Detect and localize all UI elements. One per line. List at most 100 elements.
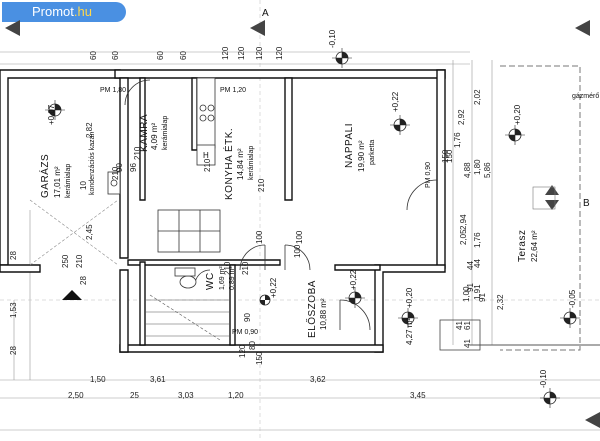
section-cut-markers	[5, 20, 600, 428]
section-arrow-bottom-right	[585, 412, 600, 428]
note-pm2: PM 1,20	[220, 87, 246, 94]
dims-right-label: 1,80	[473, 159, 482, 175]
dims-misc-label: 210	[223, 261, 232, 275]
section-arrow-b-top	[545, 185, 559, 195]
dims-misc-label: 91	[478, 293, 487, 302]
section-arrow-b-bottom	[545, 200, 559, 210]
room-area-wc: 1,69 m²	[219, 266, 226, 290]
dims-misc-label: 10	[79, 181, 88, 190]
note-pm1: PM 1,80	[100, 87, 126, 94]
dims-misc-label: 44	[466, 261, 475, 270]
room-area-konyha: 14,84 m²	[236, 148, 245, 180]
door-swings	[124, 79, 438, 331]
dims-misc-label: 90	[243, 313, 252, 322]
note-cut-b: B	[583, 198, 590, 209]
dims-left-label: 250	[61, 254, 70, 268]
dims-right-label: 1,00	[462, 286, 471, 302]
dims-misc-label: 100	[293, 244, 302, 258]
room-floor-wc: 0,89 m²	[229, 266, 236, 290]
terrace	[439, 65, 600, 351]
dims-right-label: 4,88	[463, 162, 472, 178]
stairs	[145, 294, 230, 341]
dims-right-label: 41	[455, 321, 464, 330]
plan-notes: kondenzációs kazán PM 1,80 PM 1,20 PM 0,…	[89, 8, 599, 388]
section-arrow-left	[5, 20, 20, 36]
note-level-hall: +0,22	[269, 277, 278, 298]
dims-right-label: 5,86	[483, 162, 492, 178]
note-level-minus005: -0,05	[568, 289, 577, 308]
level-marker-terrace	[505, 125, 525, 145]
garage-door-opening	[29, 199, 119, 266]
room-name-konyha: KONYHA ÉTK.	[222, 128, 235, 200]
dims-left-label: 1,53	[9, 302, 18, 318]
note-gas-meter: gázmérő	[572, 93, 599, 100]
dims-left-label: 210	[75, 254, 84, 268]
room-area-garazs: 17,01 m²	[53, 166, 62, 198]
dims-right-label: 1,76	[473, 232, 482, 248]
level-marker-garazs	[45, 100, 65, 120]
dims-misc-label: 28	[79, 276, 88, 285]
room-level-garazs: +0,07	[47, 104, 56, 125]
room-name-garazs: GARÁZS	[38, 154, 51, 198]
level-marker-center	[259, 294, 271, 306]
dims-left-label: 28	[9, 346, 18, 355]
room-labels: GARÁZS 17,01 m² kerámialap +0,07 KAMRA 4…	[38, 91, 539, 338]
room-name-kamra: KAMRA	[139, 114, 150, 152]
dimension-lines	[0, 51, 600, 431]
dims-misc-label: 150	[445, 149, 454, 163]
room-area-eloszoba: 10,88 m²	[319, 298, 328, 330]
note-kazan: kondenzációs kazán	[89, 131, 96, 195]
note-level-front: +0,20	[405, 287, 414, 308]
dims-top-label: 120	[237, 46, 246, 60]
dims-right-label: 2,05	[459, 229, 468, 245]
dims-right-label: 2,92	[457, 109, 466, 125]
dims-bottom-label: 25	[130, 391, 139, 400]
dims-top-label: 60	[111, 51, 120, 60]
dims-misc-label: 210	[241, 261, 250, 275]
dims-top-label: 120	[255, 46, 264, 60]
level-marker-front	[398, 308, 418, 328]
boiler	[107, 171, 121, 195]
dims-misc-label: 80	[248, 341, 257, 350]
room-name-nappali: NAPPALI	[344, 123, 355, 168]
dims-misc-label: 210	[203, 158, 212, 172]
level-marker-minus-005	[560, 308, 580, 328]
room-floor-nappali: parketta	[369, 140, 376, 165]
level-marker-hall	[345, 288, 365, 308]
dims-bottom-label: 1,20	[228, 391, 244, 400]
level-markers	[45, 48, 580, 408]
dims-bottom-label: 3,45	[410, 391, 426, 400]
level-marker-nappali	[390, 115, 410, 135]
room-name-wc: WC	[205, 272, 216, 290]
dims-bottom-label: 1,50	[90, 375, 106, 384]
dims-misc-label: 120	[238, 344, 247, 358]
north-arrow	[62, 290, 82, 300]
dims-right-label: 44	[473, 259, 482, 268]
room-area-kamra: 4,09 m²	[150, 123, 159, 150]
dims-misc-label: 210	[133, 146, 142, 160]
room-level-nappali: +0,22	[391, 91, 400, 112]
dims-left-label: 2,82	[85, 122, 94, 138]
room-floor-konyha: kerámialap	[248, 146, 255, 180]
dims-misc-label: 90	[115, 163, 124, 172]
dims-top-label: 60	[179, 51, 188, 60]
dims-misc-label: 100	[255, 230, 264, 244]
dims-bottom-label: 2,50	[68, 391, 84, 400]
note-pm3: PM 0,90	[425, 162, 432, 188]
dims-right-label: 1,76	[453, 132, 462, 148]
room-area-nappali: 19,90 m²	[357, 140, 366, 172]
dims-top-label: 120	[275, 46, 284, 60]
level-marker-top	[332, 48, 352, 68]
room-level-eloszoba: +0,22	[349, 269, 358, 290]
watermark-brand: Promot	[32, 4, 74, 19]
watermark-suffix: .hu	[73, 4, 92, 19]
room-name-eloszoba: ELŐSZOBA	[304, 280, 318, 338]
note-h-mark: H	[203, 151, 209, 160]
dims-top-label: 60	[156, 51, 165, 60]
dining-table	[157, 209, 221, 253]
dims-right-label: 2,94	[459, 214, 468, 230]
